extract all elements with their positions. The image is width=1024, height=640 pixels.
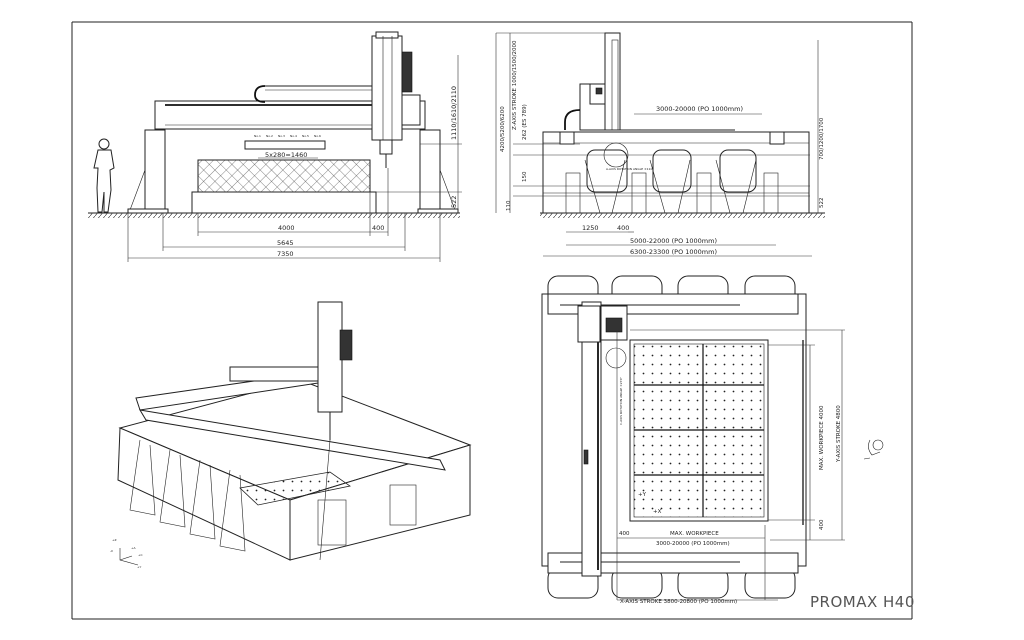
svg-text:No.5: No.5 [302, 134, 309, 138]
dim-5645: 5645 [277, 239, 294, 247]
workpiece-hatched [197, 159, 371, 193]
dim-table-height: 522 [450, 196, 458, 208]
svg-text:No.6: No.6 [314, 134, 321, 138]
model-title: PROMAX H40 [810, 593, 915, 611]
dim-400: 400 [372, 224, 384, 232]
tool-spacing-dim: 5x280=1460 [265, 151, 307, 159]
svg-text:No.3: No.3 [278, 134, 285, 138]
max-workpiece-label: MAX. WORKPIECE [670, 531, 719, 537]
dim-400-right: 400 [819, 519, 825, 530]
c-axis-rotation-note: C-AXIS ROTATION ANGLE ±270° [619, 377, 623, 425]
dim-mid-span: 5000-22000 (PO 1000mm) [630, 237, 717, 245]
dim-150: 150 [522, 171, 528, 182]
dim-height: 1110/1610/2110 [450, 86, 458, 140]
isometric-view: +Z -X +A +C +Y [110, 301, 472, 569]
dim-z-stroke: Z-AXIS STROKE 1000/1500/2000 [512, 40, 518, 130]
tool-rack-labels: No.1 No.2 No.3 No.4 No.5 No.6 [254, 134, 321, 138]
dim-overall-span: 6300-23300 (PO 1000mm) [630, 248, 717, 256]
worktable [191, 191, 377, 214]
dim-110: 110 [506, 200, 512, 211]
svg-text:A-AXIS ROTATION ANGLE ±110°: A-AXIS ROTATION ANGLE ±110° [606, 167, 654, 171]
axis-indicator: +Z -X +A +C +Y [110, 538, 143, 569]
spindle-column [371, 35, 403, 141]
max-workpiece-y: MAX. WORKPIECE 4000 [819, 405, 825, 470]
svg-text:No.2: No.2 [266, 134, 273, 138]
axis-y-label: +Y [638, 492, 647, 498]
y-stroke-label: Y-AXIS STROKE 4800 [836, 405, 842, 463]
axis-x-label: +X [653, 509, 662, 515]
front-view: No.1 No.2 No.3 No.4 No.5 No.6 5x280=1460… [88, 31, 462, 262]
side-view: A-AXIS ROTATION ANGLE ±110° 4200/5200/62… [495, 32, 825, 257]
svg-text:-X: -X [110, 549, 113, 553]
sheet-border [71, 21, 913, 620]
dim-7350: 7350 [277, 250, 294, 258]
dim-4000: 4000 [278, 224, 295, 232]
svg-text:+Z: +Z [112, 538, 117, 542]
operator-top-view-icon [863, 439, 884, 460]
ground-hatch [88, 213, 460, 218]
dim-right-height: 700/1200/1700 [819, 117, 825, 160]
workpiece-span: 3000-20000 (PO 1000mm) [656, 541, 730, 547]
person-figure-icon [93, 138, 115, 213]
dim-top-span: 3000-20000 (PO 1000mm) [656, 105, 743, 113]
dim-overall-height: 4200/5200/6200 [500, 106, 506, 152]
gantry-bridge [581, 301, 602, 577]
x-stroke-label: X-AXIS STROKE 3800-20800 (PO 1000mm) [620, 599, 737, 605]
dim-400-side: 400 [617, 224, 629, 232]
svg-text:No.4: No.4 [290, 134, 297, 138]
svg-text:+Y: +Y [137, 565, 142, 569]
iso-spindle-column [317, 301, 343, 413]
dim-400-left: 400 [619, 531, 630, 537]
dim-262: 262 (ES 789) [522, 104, 528, 140]
dim-522: 522 [819, 198, 825, 209]
dim-1250: 1250 [582, 224, 599, 232]
tool-rack [244, 140, 326, 150]
c-axis-rotation-circle [605, 347, 627, 369]
plan-view: C-AXIS ROTATION ANGLE ±270° +Y +X 400 MA… [541, 275, 884, 605]
svg-text:+C: +C [138, 553, 143, 557]
svg-text:+A: +A [131, 546, 137, 550]
svg-text:No.1: No.1 [254, 134, 261, 138]
